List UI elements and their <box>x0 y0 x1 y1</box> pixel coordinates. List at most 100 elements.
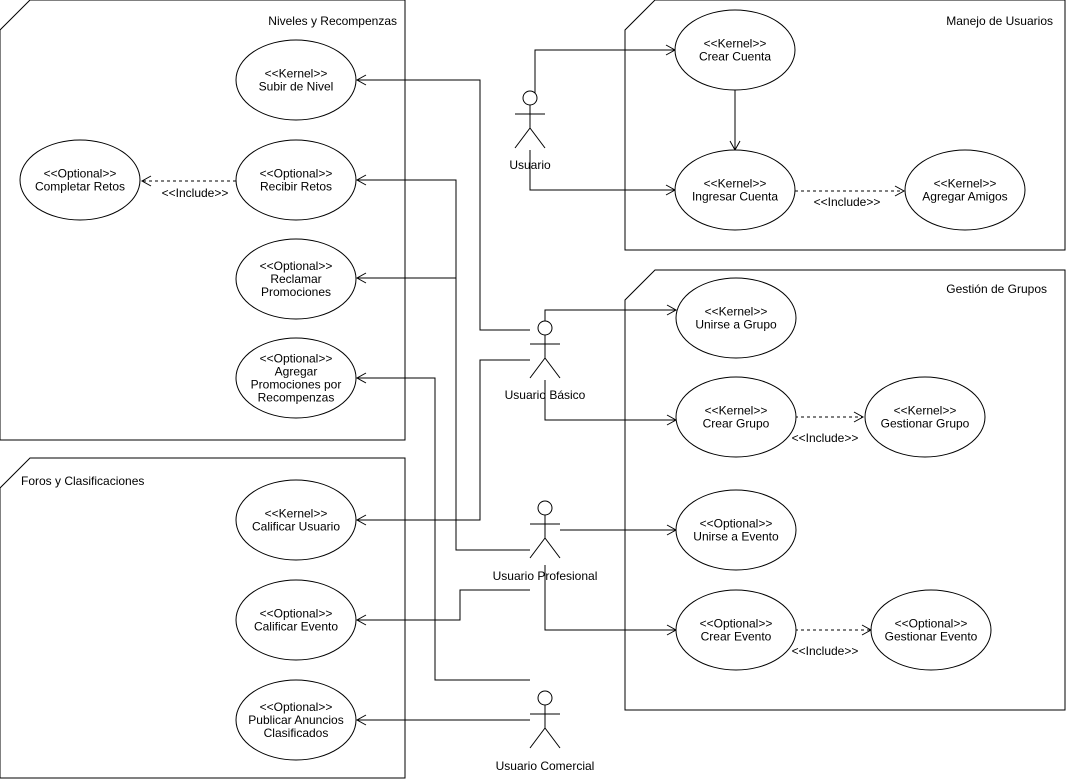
usecase-crear-cuenta[interactable]: <<Kernel>>Crear Cuenta <box>674 9 796 91</box>
usecase-ellipse <box>235 139 357 221</box>
usecase-completar-retos[interactable]: <<Optional>>Completar Retos <box>19 139 141 221</box>
usecase-stereotype: <<Kernel>> <box>705 305 768 319</box>
usecase-stereotype: <<Optional>> <box>700 517 773 531</box>
usecase-label: Clasificados <box>264 726 329 740</box>
package-foros-clasificaciones[interactable]: Foros y Clasificaciones <box>0 457 406 779</box>
usecase-ellipse <box>675 489 797 571</box>
usecase-stereotype: <<Kernel>> <box>894 404 957 418</box>
actor-usuario-basico[interactable] <box>529 320 561 379</box>
include-label: <<Include>> <box>162 186 229 200</box>
usecase-label: Completar Retos <box>35 180 125 194</box>
usecase-ellipse <box>235 579 357 661</box>
usecase-label: Publicar Anuncios <box>248 713 343 727</box>
usecase-ellipse <box>19 139 141 221</box>
usecase-stereotype: <<Kernel>> <box>705 404 768 418</box>
usecase-gestionar-grupo[interactable]: <<Kernel>>Gestionar Grupo <box>864 376 986 458</box>
usecase-subir-nivel[interactable]: <<Kernel>>Subir de Nivel <box>235 39 357 121</box>
include-label: <<Include>> <box>792 431 859 445</box>
usecase-label: Promociones por <box>251 378 342 392</box>
usecase-stereotype: <<Kernel>> <box>704 177 767 191</box>
usecase-label: Calificar Usuario <box>252 520 340 534</box>
assoc-basico-subir-nivel[interactable] <box>355 74 530 331</box>
usecase-ellipse <box>674 9 796 91</box>
usecase-calificar-evento[interactable]: <<Optional>>Calificar Evento <box>235 579 357 661</box>
usecase-stereotype: <<Optional>> <box>260 259 333 273</box>
include-amigos[interactable]: <<Include>> <box>795 185 906 209</box>
usecase-publicar-anuncios[interactable]: <<Optional>>Publicar AnunciosClasificado… <box>235 679 357 761</box>
usecase-stereotype: <<Kernel>> <box>934 177 997 191</box>
assoc-basico-unirse-grupo[interactable] <box>544 304 678 325</box>
usecase-label: Subir de Nivel <box>259 80 334 94</box>
usecase-label: Promociones <box>261 285 331 299</box>
usecase-unirse-grupo[interactable]: <<Kernel>>Unirse a Grupo <box>675 277 797 359</box>
usecase-ellipse <box>235 479 357 561</box>
assoc-usuario-crear-cuenta[interactable] <box>534 44 677 95</box>
usecase-ellipse <box>235 679 357 761</box>
include-relations: <<Include>> <<Include>> <<Include>> <<In… <box>140 175 906 658</box>
usecase-ellipse <box>235 238 357 320</box>
usecase-ellipse <box>675 277 797 359</box>
usecase-stereotype: <<Kernel>> <box>265 507 328 521</box>
usecase-stereotype: <<Kernel>> <box>704 37 767 51</box>
include-label: <<Include>> <box>792 644 859 658</box>
assoc-usuario-ingresar-cuenta[interactable] <box>529 150 677 196</box>
usecase-label: Recompenzas <box>258 391 335 405</box>
package-manejo-usuarios[interactable]: Manejo de Usuarios <box>624 0 1066 251</box>
package-title: Foros y Clasificaciones <box>21 474 144 488</box>
usecase-stereotype: <<Optional>> <box>260 607 333 621</box>
usecase-label: Recibir Retos <box>260 180 332 194</box>
usecase-label: Crear Evento <box>701 630 772 644</box>
usecase-stereotype: <<Optional>> <box>260 352 333 366</box>
usecase-label: Unirse a Evento <box>693 530 779 544</box>
usecase-ingresar-cuenta[interactable]: <<Kernel>>Ingresar Cuenta <box>674 149 796 231</box>
assoc-basico-calificar-usuario[interactable] <box>355 359 530 526</box>
associations <box>355 44 741 726</box>
assoc-profesional-crear-evento[interactable] <box>544 565 678 636</box>
usecase-agregar-amigos[interactable]: <<Kernel>>Agregar Amigos <box>904 149 1026 231</box>
usecase-ellipse <box>870 589 992 671</box>
usecase-stereotype: <<Optional>> <box>700 617 773 631</box>
usecase-stereotype: <<Optional>> <box>44 167 117 181</box>
package-title: Gestión de Grupos <box>946 282 1047 296</box>
assoc-profesional-calificar-evento[interactable] <box>355 589 530 626</box>
usecase-label: Crear Cuenta <box>699 50 771 64</box>
usecase-ellipse <box>675 589 797 671</box>
actor-label-usuario-basico: Usuario Básico <box>505 388 586 402</box>
assoc-profesional-recibir-retos[interactable] <box>355 174 530 551</box>
usecase-label: Calificar Evento <box>254 620 338 634</box>
usecase-recibir-retos[interactable]: <<Optional>>Recibir Retos <box>235 139 357 221</box>
package-gestion-grupos[interactable]: Gestión de Grupos <box>624 269 1066 711</box>
package-title: Niveles y Recompenzas <box>268 14 397 28</box>
assoc-comercial-agregar-promociones[interactable] <box>355 372 530 681</box>
usecase-label: Agregar <box>275 365 318 379</box>
usecase-calificar-usuario[interactable]: <<Kernel>>Calificar Usuario <box>235 479 357 561</box>
usecase-crear-evento[interactable]: <<Optional>>Crear Evento <box>675 589 797 671</box>
usecase-label: Agregar Amigos <box>922 190 1007 204</box>
actor-usuario[interactable] <box>514 90 546 149</box>
include-retos[interactable]: <<Include>> <box>140 175 236 200</box>
include-label: <<Include>> <box>814 195 881 209</box>
usecase-stereotype: <<Optional>> <box>895 617 968 631</box>
include-evento[interactable]: <<Include>> <box>792 624 873 658</box>
usecase-ellipse <box>235 39 357 121</box>
usecase-ellipse <box>864 376 986 458</box>
usecase-label: Reclamar <box>270 272 321 286</box>
usecase-unirse-evento[interactable]: <<Optional>>Unirse a Evento <box>675 489 797 571</box>
include-grupo[interactable]: <<Include>> <box>792 411 865 445</box>
actor-usuario-comercial[interactable] <box>529 690 561 749</box>
usecase-ellipse <box>904 149 1026 231</box>
usecase-label: Gestionar Grupo <box>881 417 970 431</box>
usecase-gestionar-evento[interactable]: <<Optional>>Gestionar Evento <box>870 589 992 671</box>
assoc-basico-crear-grupo[interactable] <box>544 380 678 426</box>
actor-label-usuario-comercial: Usuario Comercial <box>496 759 595 773</box>
package-niveles-recompenzas[interactable]: Niveles y Recompenzas <box>0 0 406 441</box>
actor-usuario-profesional[interactable] <box>529 500 561 559</box>
usecase-stereotype: <<Optional>> <box>260 167 333 181</box>
usecase-label: Crear Grupo <box>703 417 770 431</box>
usecase-crear-grupo[interactable]: <<Kernel>>Crear Grupo <box>675 376 797 458</box>
usecase-label: Gestionar Evento <box>885 630 978 644</box>
usecase-label: Unirse a Grupo <box>695 318 777 332</box>
